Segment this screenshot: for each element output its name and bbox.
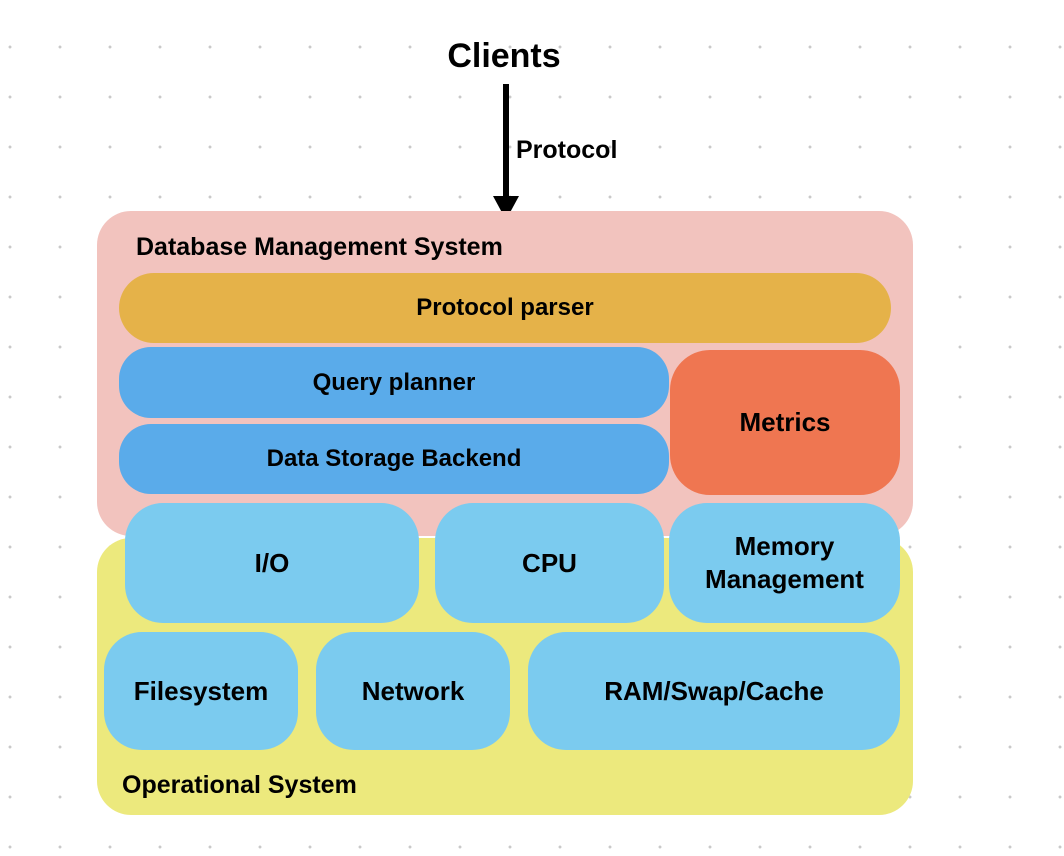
network-block: Network	[316, 632, 510, 750]
memory-management-label: Memory Management	[705, 531, 864, 594]
dbms-label: Database Management System	[136, 233, 503, 261]
query-planner-block: Query planner	[119, 347, 669, 418]
clients-title: Clients	[447, 37, 561, 75]
io-label: I/O	[254, 547, 290, 578]
protocol-connection-label: Protocol	[516, 136, 618, 164]
data-storage-backend-label: Data Storage Backend	[266, 445, 522, 472]
io-block: I/O	[125, 503, 419, 623]
down-arrow-icon	[493, 84, 519, 220]
ram-swap-cache-block: RAM/Swap/Cache	[528, 632, 900, 750]
data-storage-backend-block: Data Storage Backend	[119, 424, 669, 494]
ram-swap-cache-label: RAM/Swap/Cache	[604, 675, 824, 706]
network-label: Network	[361, 675, 465, 706]
query-planner-label: Query planner	[312, 368, 476, 396]
cpu-label: CPU	[522, 547, 577, 578]
metrics-block: Metrics	[670, 350, 900, 495]
protocol-parser-label: Protocol parser	[416, 294, 594, 321]
filesystem-block: Filesystem	[104, 632, 298, 750]
memory-management-block: Memory Management	[669, 503, 900, 623]
metrics-label: Metrics	[739, 407, 831, 437]
protocol-parser-block: Protocol parser	[119, 273, 891, 343]
filesystem-label: Filesystem	[133, 675, 269, 706]
operational-system-label: Operational System	[122, 771, 357, 799]
cpu-block: CPU	[435, 503, 664, 623]
